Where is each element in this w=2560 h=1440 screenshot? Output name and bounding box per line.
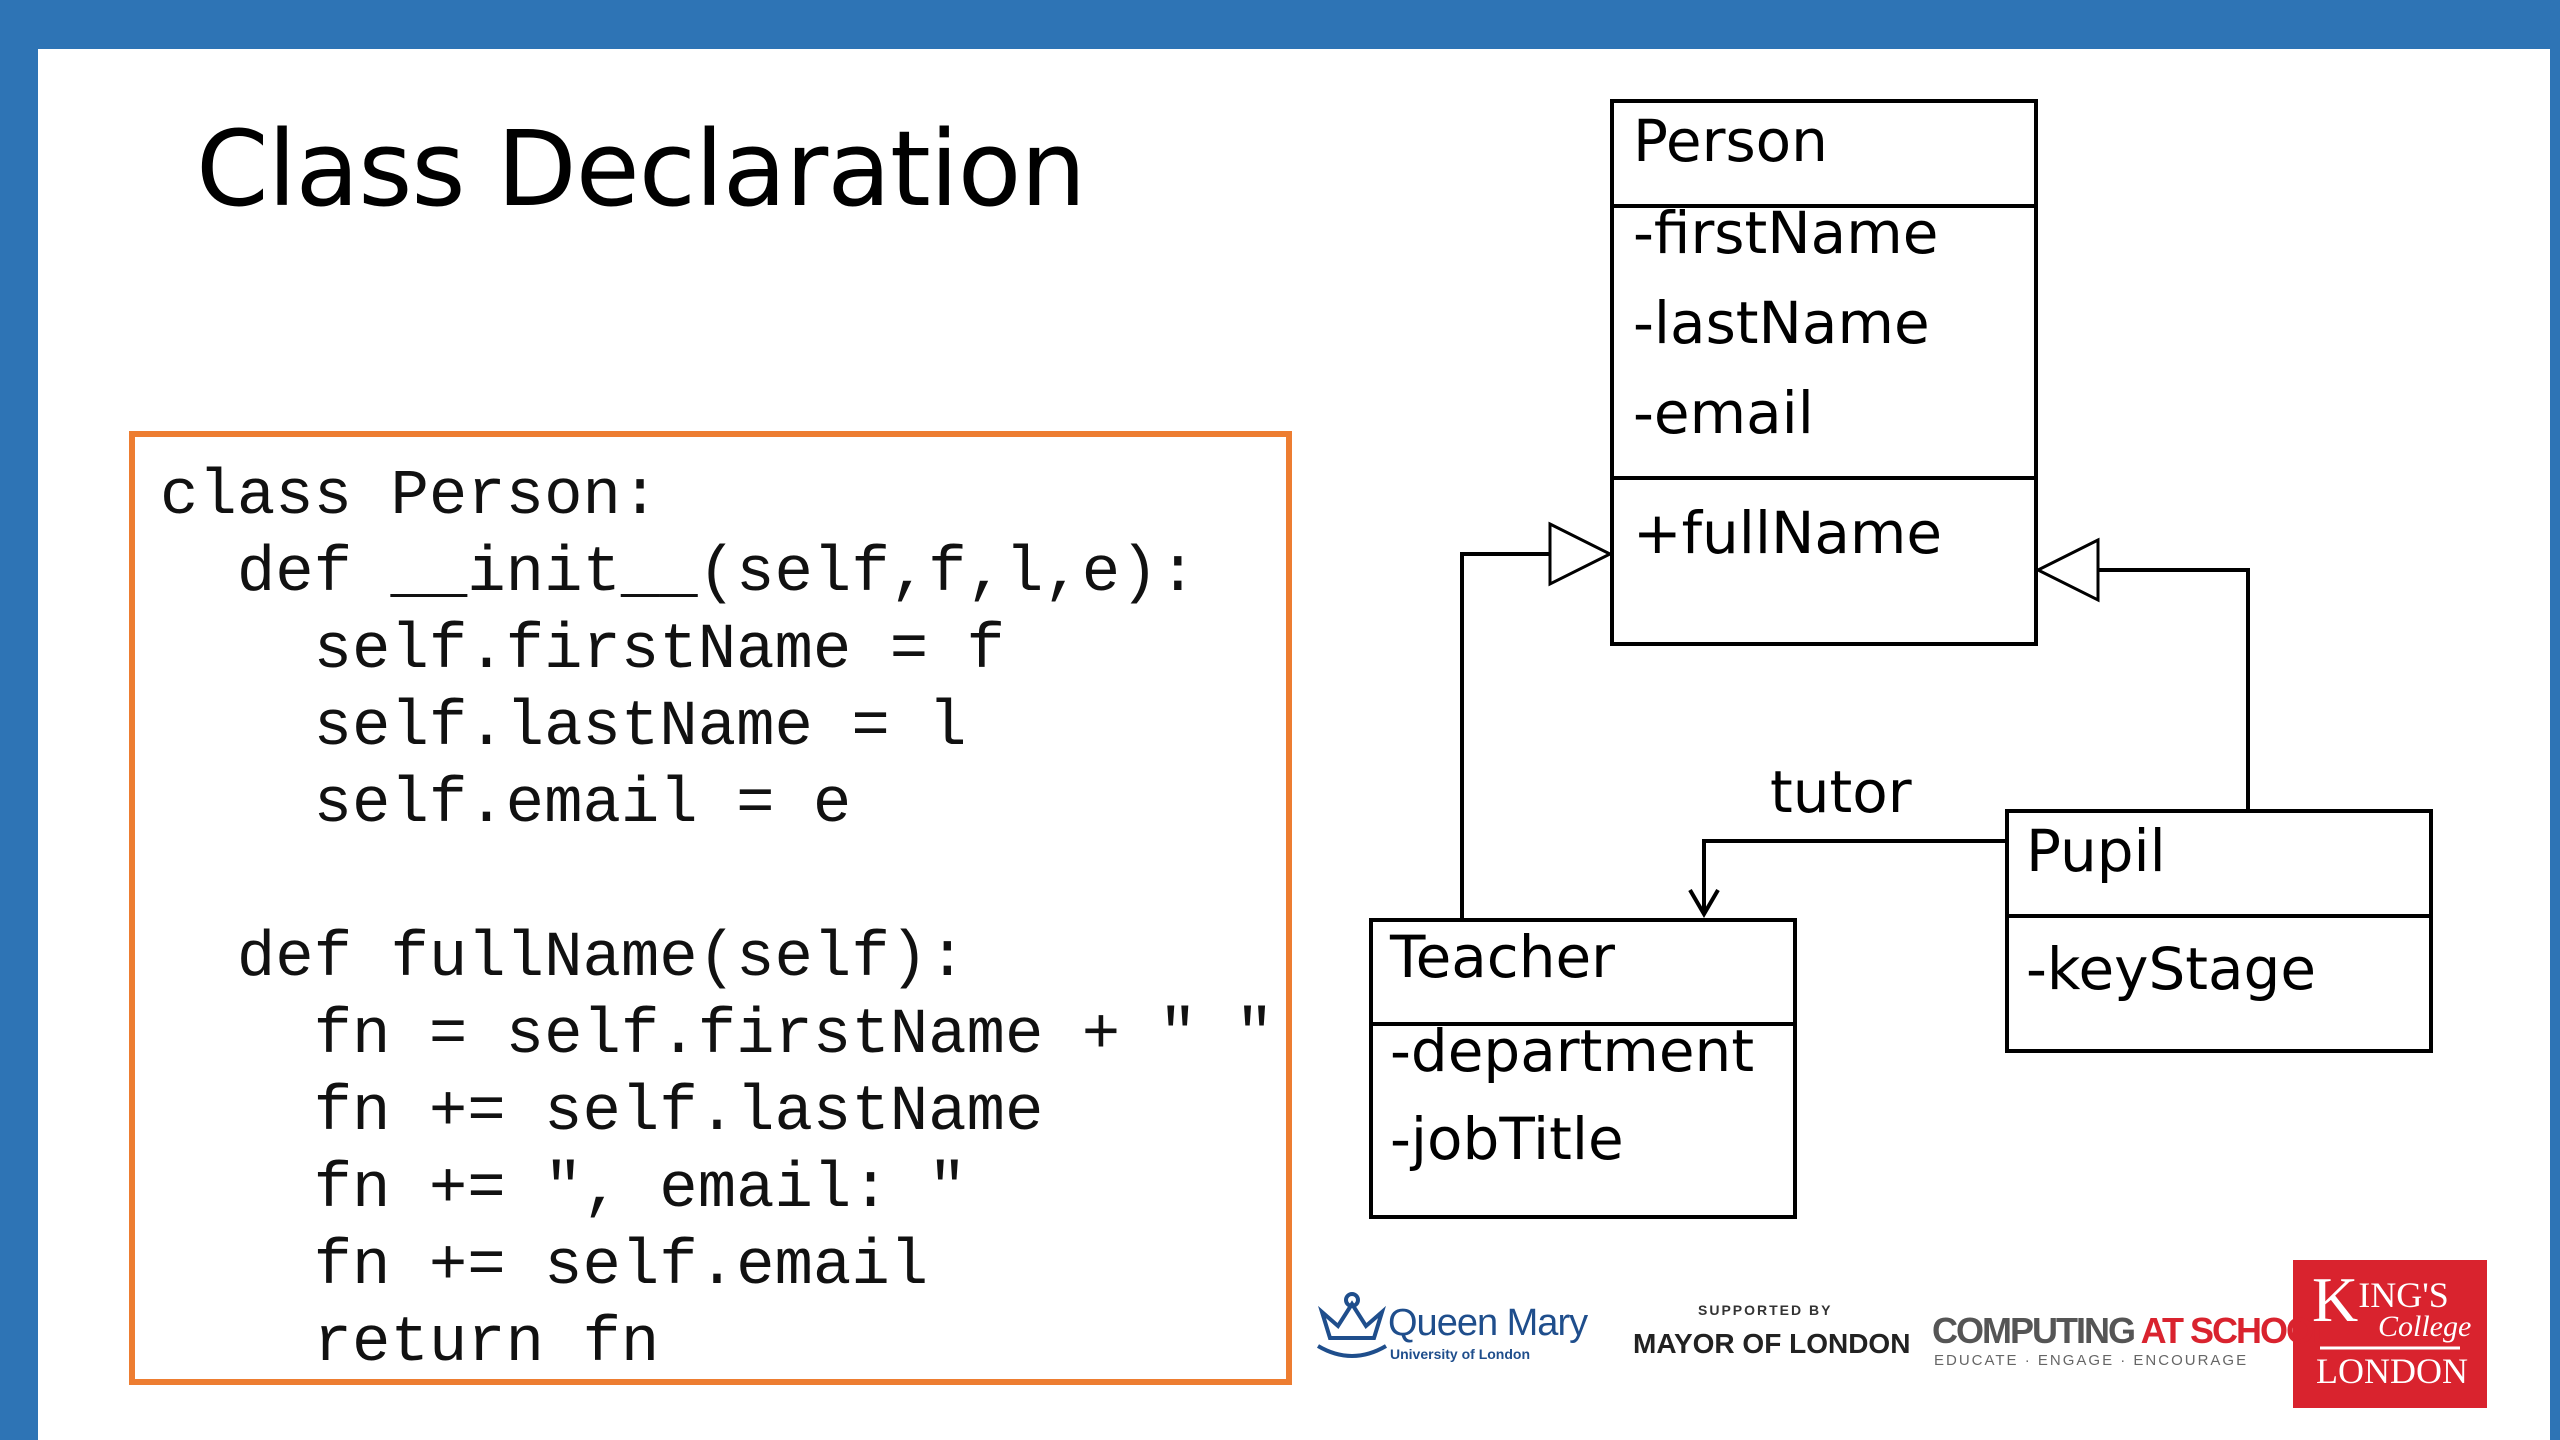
- tutor-arrow-head: [1688, 888, 1720, 918]
- person-attribute: -email: [1633, 379, 1814, 447]
- pupil-class-box: [2005, 809, 2433, 1053]
- cas-logo-at-school: AT SCHOOL: [2140, 1310, 2334, 1351]
- teacher-generalization-line: [1460, 552, 1550, 918]
- code-line: self.firstName = f: [160, 615, 1005, 687]
- slide-title: Class Declaration: [196, 108, 1086, 230]
- code-line: self.email = e: [160, 769, 852, 841]
- kings-logo-london: LONDON: [2316, 1351, 2468, 1391]
- code-line: fn = self.firstName + " ": [160, 1000, 1274, 1072]
- slide-top-border: [0, 0, 2560, 49]
- kings-logo-college: College: [2378, 1310, 2472, 1343]
- kings-logo-text: KING'S: [2312, 1268, 2449, 1332]
- teacher-class-box: [1369, 918, 1797, 1219]
- qmul-logo-name: Queen Mary: [1388, 1302, 1588, 1344]
- slide-left-border: [0, 0, 38, 1440]
- teacher-class-name: Teacher: [1390, 923, 1615, 991]
- person-class-name: Person: [1633, 107, 1828, 175]
- person-attribute: -lastName: [1633, 289, 1930, 357]
- code-line: return fn: [160, 1308, 660, 1380]
- pupil-class-name: Pupil: [2026, 817, 2166, 885]
- pupil-generalization-line: [2098, 568, 2250, 809]
- teacher-inheritance-arrow: [1548, 521, 1614, 587]
- tutor-association-line: [1702, 839, 2005, 910]
- pupil-attribute: -keyStage: [2026, 935, 2317, 1003]
- kings-logo-k: K: [2312, 1264, 2359, 1335]
- cas-logo: COMPUTING AT SCHOOL: [1932, 1310, 2334, 1352]
- mayor-supported-by: SUPPORTED BY: [1698, 1302, 1833, 1318]
- code-line: fn += self.lastName: [160, 1077, 1044, 1149]
- code-line: self.lastName = l: [160, 692, 967, 764]
- code-line: fn += ", email: ": [160, 1154, 967, 1226]
- teacher-attribute: -department: [1390, 1017, 1755, 1085]
- person-attribute: -firstName: [1633, 199, 1939, 267]
- slide-right-border: [2550, 0, 2560, 1440]
- code-line: class Person:: [160, 461, 660, 533]
- code-block: class Person: def __init__(self,f,l,e): …: [129, 431, 1292, 1385]
- code-line: def __init__(self,f,l,e):: [160, 538, 1197, 610]
- kings-logo-ings: ING'S: [2358, 1275, 2449, 1315]
- cas-tagline: EDUCATE · ENGAGE · ENCOURAGE: [1934, 1352, 2249, 1369]
- tutor-association-label: tutor: [1770, 758, 1912, 826]
- pupil-inheritance-arrow: [2034, 537, 2100, 603]
- qmul-crest-icon: [1316, 1292, 1388, 1358]
- code-line: fn += self.email: [160, 1231, 929, 1303]
- kings-logo-icon: [2293, 1260, 2487, 1408]
- mayor-of-london-logo: MAYOR OF LONDON: [1633, 1328, 1911, 1359]
- person-class-box: [1610, 99, 2038, 646]
- person-method: +fullName: [1633, 499, 1943, 567]
- qmul-logo-sub: University of London: [1390, 1346, 1530, 1362]
- teacher-attribute: -jobTitle: [1390, 1105, 1624, 1173]
- cas-logo-computing: COMPUTING: [1932, 1310, 2136, 1351]
- code-line: def fullName(self):: [160, 923, 967, 995]
